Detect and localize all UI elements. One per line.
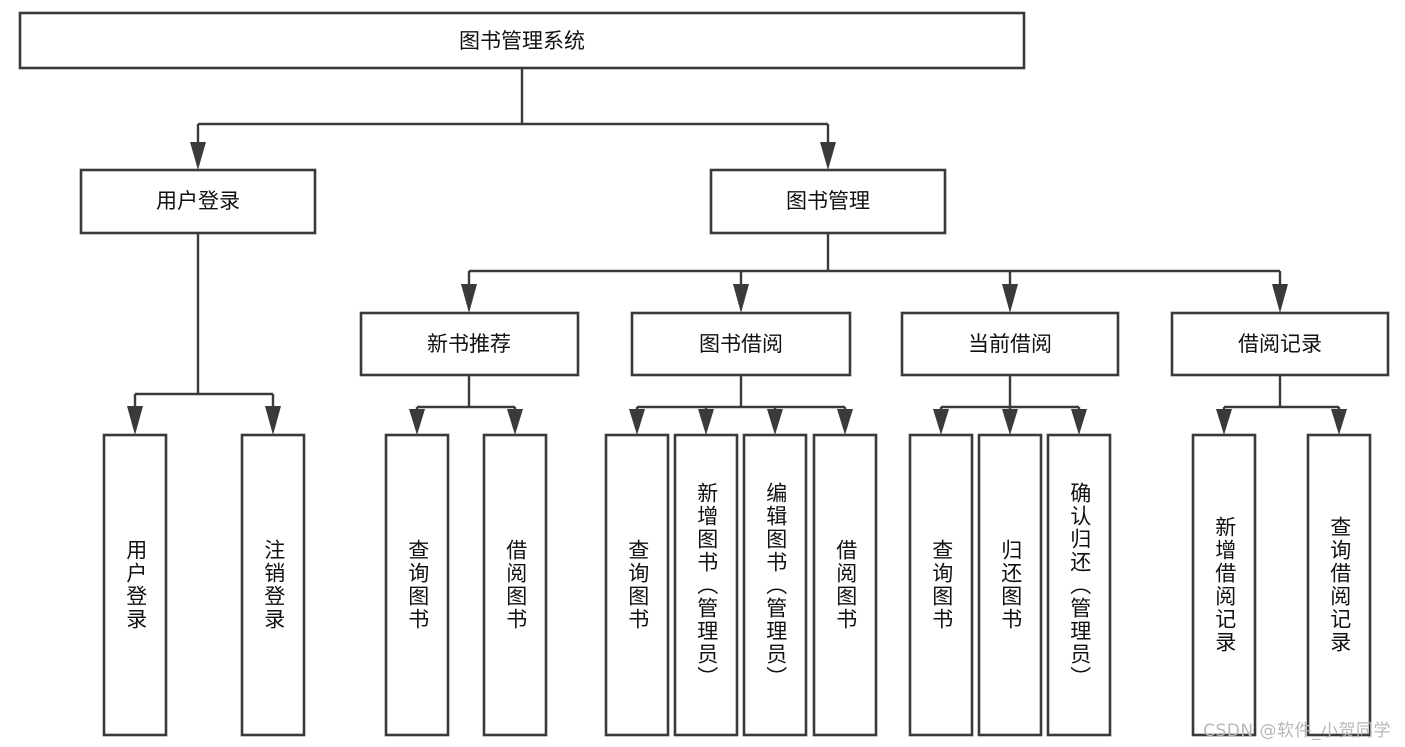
arrow-head-new-book — [461, 284, 477, 313]
arrow-head-cb-leaf-2 — [1002, 409, 1018, 435]
node-current-borrow[interactable]: 当前借阅 — [900, 311, 1120, 377]
csdn-watermark: CSDN @软件_小贺同学 — [1203, 721, 1391, 741]
node-new-book-recommend-label: 新书推荐 — [427, 332, 511, 356]
arrow-head-ul-leaf-1 — [127, 406, 143, 435]
leaf-box-current-borrow-1[interactable] — [908, 433, 974, 737]
leaf-box-book-borrow-2[interactable] — [673, 433, 739, 737]
connector-group-user-login — [127, 233, 281, 435]
leaf-box-current-borrow-3[interactable] — [1046, 433, 1112, 737]
node-borrow-records[interactable]: 借阅记录 — [1170, 311, 1390, 377]
leaf-box-new-book-2[interactable] — [482, 433, 548, 737]
node-book-borrow-box[interactable] — [630, 311, 852, 377]
leaf-boxes-current-borrow — [908, 433, 1112, 737]
arrow-head-nb-leaf-1 — [409, 409, 425, 435]
node-user-login-box[interactable] — [79, 168, 317, 235]
leaf-box-book-borrow-4[interactable] — [812, 433, 878, 737]
connector-group-root — [190, 68, 836, 170]
leaf-box-borrow-records-1[interactable] — [1191, 433, 1257, 737]
node-user-login[interactable]: 用户登录 — [79, 168, 317, 235]
node-book-borrow[interactable]: 图书借阅 — [630, 311, 852, 377]
leaf-box-current-borrow-2[interactable] — [977, 433, 1043, 737]
arrow-head-current-borrow — [1002, 284, 1018, 313]
connector-group-borrow-records — [1216, 375, 1347, 435]
connector-group-new-book — [409, 375, 523, 435]
leaf-box-book-borrow-1[interactable] — [604, 433, 670, 737]
node-root-label: 图书管理系统 — [459, 29, 585, 53]
arrow-head-cb-leaf-1 — [933, 409, 949, 435]
arrow-head-book-mgmt — [820, 142, 836, 170]
leaf-box-user-login-2[interactable] — [240, 433, 306, 737]
arrow-head-cb-leaf-3 — [1071, 409, 1087, 435]
leaf-box-user-login-1[interactable] — [102, 433, 168, 737]
arrow-head-book-borrow — [733, 284, 749, 313]
arrow-head-ul-leaf-2 — [265, 406, 281, 435]
arrow-head-br-leaf-2 — [1331, 409, 1347, 435]
node-book-management-label: 图书管理 — [786, 189, 870, 213]
arrow-head-borrow-records — [1272, 284, 1288, 313]
node-borrow-records-box[interactable] — [1170, 311, 1390, 377]
node-current-borrow-label: 当前借阅 — [968, 332, 1052, 356]
arrow-head-br-leaf-1 — [1216, 409, 1232, 435]
node-current-borrow-box[interactable] — [900, 311, 1120, 377]
node-root-box[interactable] — [18, 11, 1026, 70]
arrow-head-bb-leaf-1 — [629, 409, 645, 435]
leaf-boxes-borrow-records — [1191, 433, 1372, 737]
node-book-management[interactable]: 图书管理 — [709, 168, 947, 235]
connector-group-book-borrow — [629, 375, 853, 435]
node-book-management-box[interactable] — [709, 168, 947, 235]
arrow-head-user-login — [190, 142, 206, 170]
leaf-boxes-new-book-recommend — [384, 433, 548, 737]
node-user-login-label: 用户登录 — [156, 189, 240, 213]
node-new-book-recommend[interactable]: 新书推荐 — [359, 311, 580, 377]
leaf-box-borrow-records-2[interactable] — [1306, 433, 1372, 737]
arrow-head-bb-leaf-3 — [767, 409, 783, 435]
leaf-boxes-book-borrow — [604, 433, 878, 737]
node-borrow-records-label: 借阅记录 — [1238, 332, 1322, 356]
node-root[interactable]: 图书管理系统 — [18, 11, 1026, 70]
node-book-borrow-label: 图书借阅 — [699, 332, 783, 356]
arrow-head-bb-leaf-4 — [837, 409, 853, 435]
arrow-head-bb-leaf-2 — [698, 409, 714, 435]
node-new-book-recommend-box[interactable] — [359, 311, 580, 377]
leaf-box-new-book-1[interactable] — [384, 433, 450, 737]
connector-group-book-mgmt — [461, 233, 1288, 313]
arrow-head-nb-leaf-2 — [507, 409, 523, 435]
connector-group-current-borrow — [933, 375, 1087, 435]
leaf-box-book-borrow-3[interactable] — [742, 433, 808, 737]
leaf-boxes-user-login — [102, 433, 306, 737]
